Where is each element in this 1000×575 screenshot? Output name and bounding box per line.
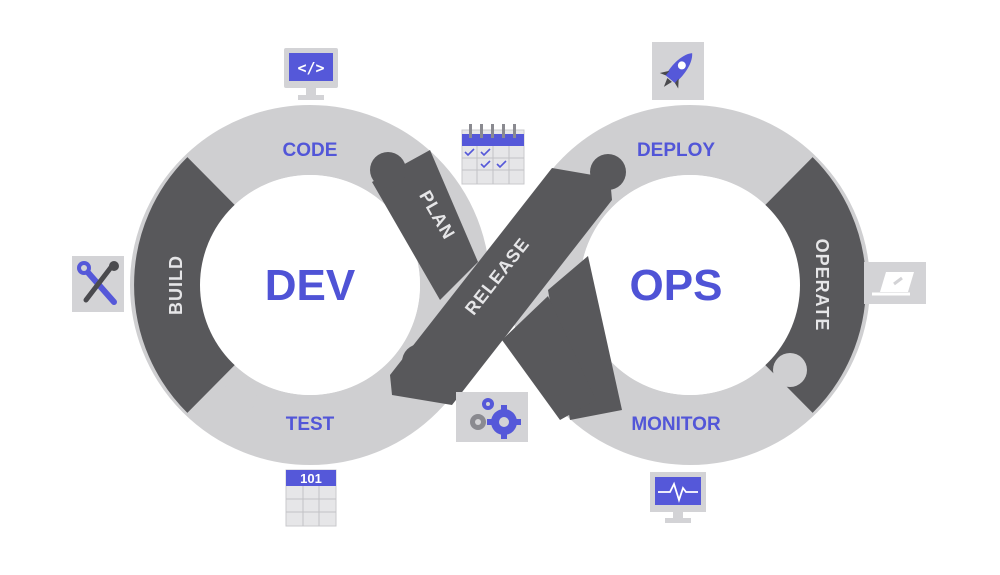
svg-text:</>: </>	[297, 59, 324, 77]
code-monitor-icon: </>	[284, 48, 338, 100]
tools-icon	[72, 256, 124, 312]
lower-arm-knob	[535, 360, 571, 396]
ops-center-label: OPS	[630, 261, 723, 310]
lower-right-arm	[502, 256, 622, 420]
plan-arm	[370, 150, 478, 300]
laptop-icon	[864, 262, 926, 304]
stage-operate-label: OPERATE	[812, 239, 832, 332]
stage-test-label: TEST	[286, 414, 335, 435]
stage-code-label: CODE	[283, 140, 338, 161]
operate-knob-top	[779, 189, 813, 223]
release-knob-bottom	[402, 344, 438, 380]
build-knob-top	[189, 189, 223, 223]
stage-deploy-label: DEPLOY	[637, 140, 715, 161]
ops-inner	[580, 175, 800, 395]
stage-monitor-label: MONITOR	[631, 414, 721, 435]
gears-icon	[456, 392, 528, 442]
release-band-shape	[390, 168, 612, 405]
binary-table-icon: 101	[285, 469, 337, 527]
heartbeat-monitor-icon	[650, 472, 706, 523]
rocket-icon	[652, 42, 704, 100]
dev-center-label: DEV	[265, 261, 356, 310]
dev-inner	[200, 175, 420, 395]
monitor-knob	[773, 353, 807, 387]
plan-knob	[370, 152, 406, 188]
lower-arm-join	[502, 296, 596, 420]
test-knob	[223, 379, 257, 413]
release-band	[390, 154, 626, 405]
stage-build-label: BUILD	[166, 255, 186, 315]
ops-loop	[510, 105, 870, 465]
calendar-icon	[461, 124, 525, 185]
plan-arm-shape	[372, 150, 478, 300]
release-knob-top	[590, 154, 626, 190]
binary-text: 101	[300, 471, 322, 486]
